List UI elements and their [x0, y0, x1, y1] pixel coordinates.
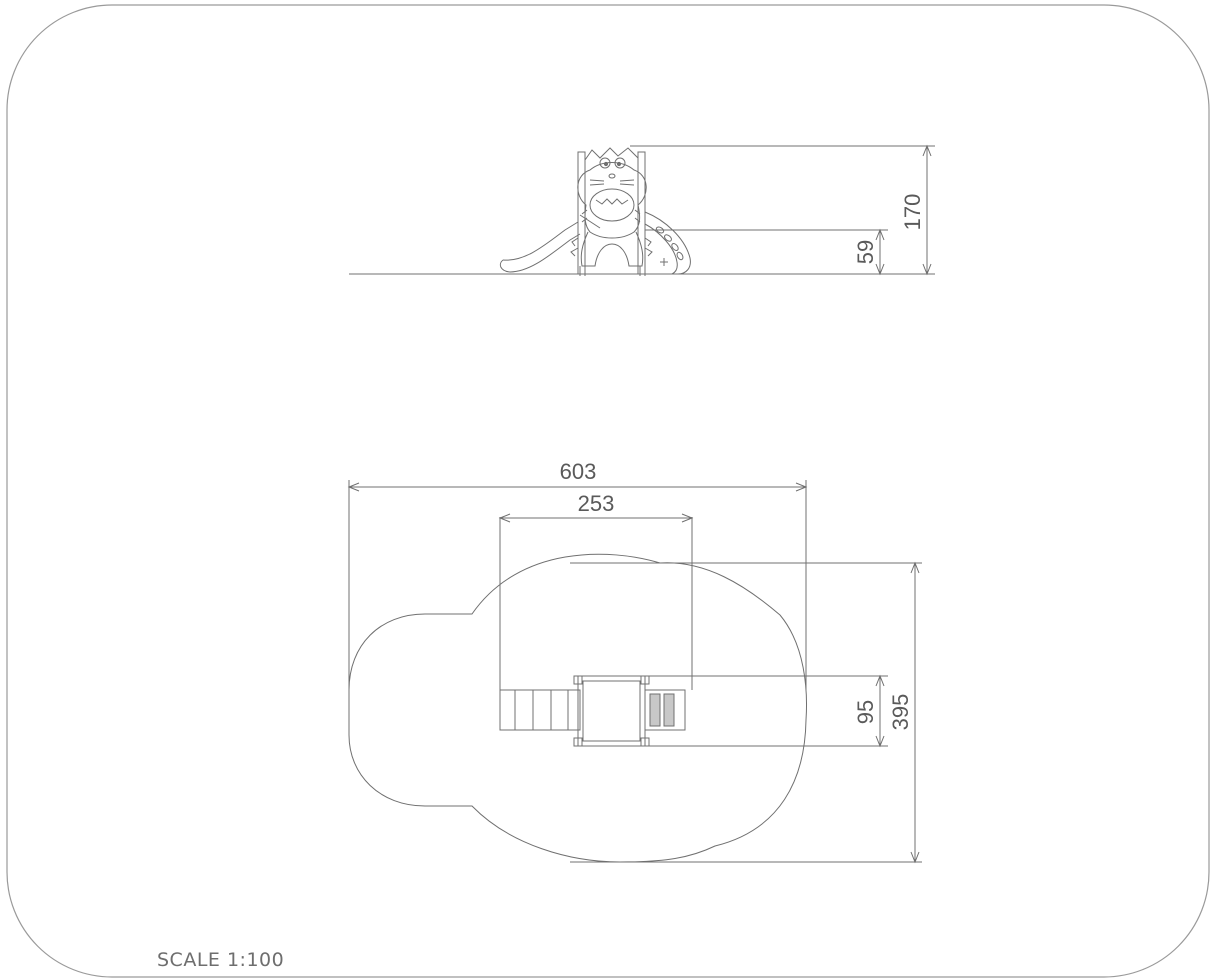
scale-label: SCALE 1:100 — [157, 949, 285, 971]
dimension-overall-length: 603 — [560, 459, 597, 484]
plan-view — [349, 480, 922, 862]
drawing-frame — [7, 5, 1209, 977]
dimension-overall-width: 395 — [888, 694, 913, 731]
cat-figure — [571, 148, 652, 276]
slide-plan — [500, 690, 580, 730]
side-view — [349, 146, 935, 276]
dimension-platform-depth: 95 — [853, 700, 878, 724]
dimension-total-height: 170 — [900, 194, 925, 231]
platform-plan — [574, 676, 649, 746]
slide-profile — [500, 215, 600, 272]
tail-profile — [645, 212, 690, 274]
dimension-structure-length: 253 — [578, 491, 615, 516]
stair-plan — [645, 676, 692, 746]
dimension-platform-height: 59 — [853, 240, 878, 264]
